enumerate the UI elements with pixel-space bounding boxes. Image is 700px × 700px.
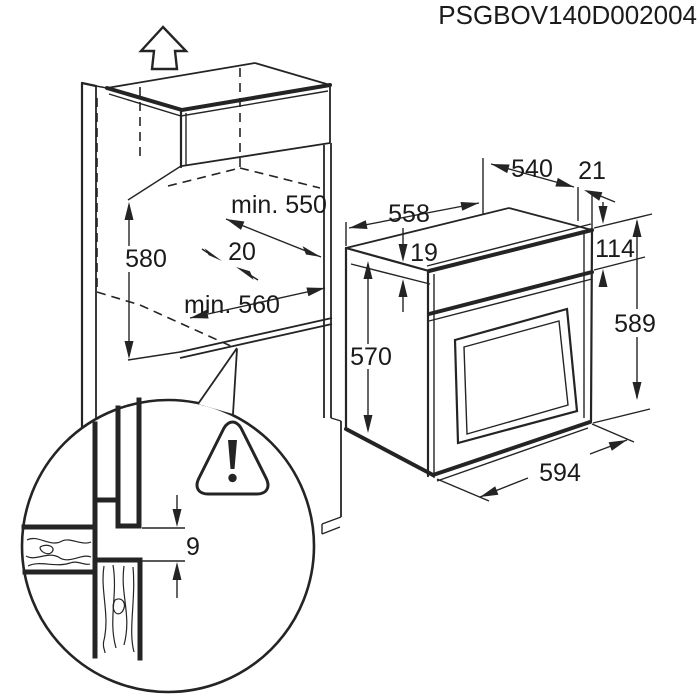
dim-oven-trim-height: 19 <box>398 228 438 312</box>
dim-oven-body-height-label: 570 <box>350 343 392 371</box>
drawing-code-label: PSGBOV140D002004 <box>438 0 697 30</box>
dim-oven-panel-height: 114 <box>593 202 653 287</box>
dim-oven-front-width-label: 594 <box>539 459 581 487</box>
dim-oven-top-width: 558 <box>345 200 480 246</box>
dim-oven-top-width-label: 558 <box>388 200 430 228</box>
detail-shelf-board <box>21 524 98 575</box>
cabinet-drawing: 580 min. 550 20 min. 560 <box>80 25 342 535</box>
dim-clearance-gap: 9 <box>142 495 200 598</box>
dim-oven-front-width: 594 <box>436 423 635 502</box>
cabinet-left-panel <box>80 81 108 429</box>
detail-view: 9 <box>20 347 316 694</box>
dim-clearance-gap-label: 9 <box>186 533 200 561</box>
cabinet-right-wall <box>321 143 342 535</box>
dim-niche-width-label: min. 560 <box>184 291 280 319</box>
dim-niche-depth-label: min. 550 <box>231 191 327 219</box>
dim-oven-total-height-label: 589 <box>614 310 656 338</box>
dim-shelf-gap: 20 <box>201 238 259 281</box>
oven-front <box>426 223 594 482</box>
cabinet-shelf-edge <box>179 317 333 359</box>
dim-niche-height-label: 580 <box>125 245 167 273</box>
cabinet-hidden-edges <box>96 68 321 348</box>
dim-shelf-gap-label: 20 <box>228 238 256 266</box>
dim-oven-top-depth-label: 540 <box>511 155 553 183</box>
detail-circle <box>20 398 316 694</box>
dim-oven-rear-offset-label: 21 <box>578 157 606 185</box>
dim-oven-body-height: 570 <box>350 261 392 433</box>
detail-trim-profile <box>92 397 142 659</box>
dim-oven-top-depth: 540 <box>482 155 575 214</box>
dim-oven-total-height: 589 <box>592 219 656 424</box>
oven-drawing: 540 21 558 19 <box>344 155 656 502</box>
dim-niche-depth: min. 550 <box>225 191 327 258</box>
dim-oven-panel-height-label: 114 <box>595 235 635 263</box>
detail-front-board <box>94 557 143 661</box>
detail-callout <box>197 347 238 415</box>
up-arrow-icon <box>138 25 189 71</box>
dim-oven-rear-offset: 21 <box>577 157 616 228</box>
dim-niche-width: min. 560 <box>184 287 326 319</box>
dim-oven-trim-height-label: 19 <box>410 239 438 267</box>
oven-body <box>344 207 593 477</box>
warning-triangle-icon <box>195 420 270 496</box>
oven-door-window <box>453 307 579 445</box>
cabinet-top-box <box>105 62 332 169</box>
dim-niche-height: 580 <box>124 165 182 361</box>
